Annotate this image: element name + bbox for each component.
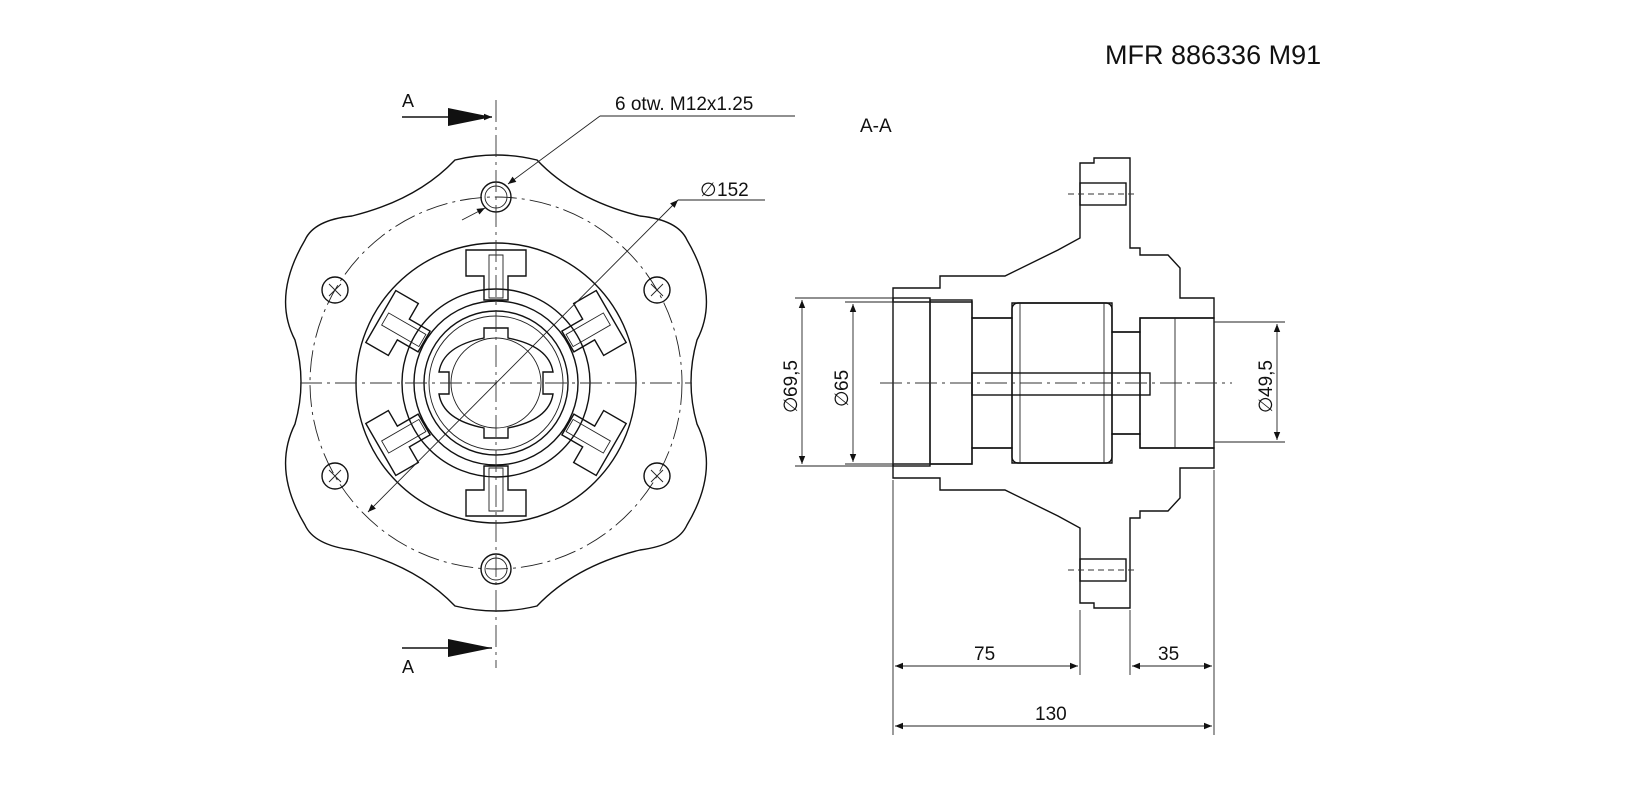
dim-130-label: 130 bbox=[1035, 704, 1067, 725]
bolt-hole bbox=[643, 462, 671, 490]
dia-152-line bbox=[367, 199, 679, 513]
bushing-left-2 bbox=[929, 299, 973, 465]
section-body-bottom bbox=[892, 433, 1215, 609]
section-view: ∅ 69,5 ∅ 65 ∅ 49,5 75 35 130 bbox=[781, 157, 1285, 735]
dia-152-label: 152 bbox=[717, 180, 749, 201]
section-arrowhead-bottom bbox=[448, 639, 492, 657]
bolt-hole bbox=[321, 276, 349, 304]
bolt-hole bbox=[321, 462, 349, 490]
dim-69-symbol: ∅ bbox=[781, 396, 802, 413]
dim-75-label: 75 bbox=[974, 644, 995, 665]
section-mark-bottom: A bbox=[402, 657, 414, 677]
dim-49-label: 49,5 bbox=[1256, 360, 1277, 397]
section-title: A-A bbox=[860, 116, 892, 137]
bushing-left bbox=[892, 297, 931, 467]
dia-152-symbol: ∅ bbox=[700, 180, 717, 201]
dim-69-label: 69,5 bbox=[781, 360, 802, 397]
section-arrowhead-top bbox=[448, 108, 492, 126]
dim-35-label: 35 bbox=[1158, 644, 1179, 665]
section-mark-top: A bbox=[402, 91, 414, 111]
bolt-hole bbox=[643, 276, 671, 304]
drawing-title: MFR 886336 M91 bbox=[1105, 40, 1321, 70]
dim-65-symbol: ∅ bbox=[832, 390, 853, 407]
flange-outline bbox=[284, 154, 708, 612]
dim-65-label: 65 bbox=[832, 370, 853, 391]
dim-49-symbol: ∅ bbox=[1256, 396, 1277, 413]
shaft-pin bbox=[971, 372, 1151, 396]
hole-callout: 6 otw. M12x1.25 bbox=[615, 94, 753, 115]
hole-leader-arrow2 bbox=[461, 207, 486, 221]
section-body-top bbox=[892, 157, 1215, 333]
front-view: A A 6 otw. M12x1.25 ∅ 152 bbox=[284, 91, 795, 677]
hole-leader bbox=[507, 115, 601, 185]
